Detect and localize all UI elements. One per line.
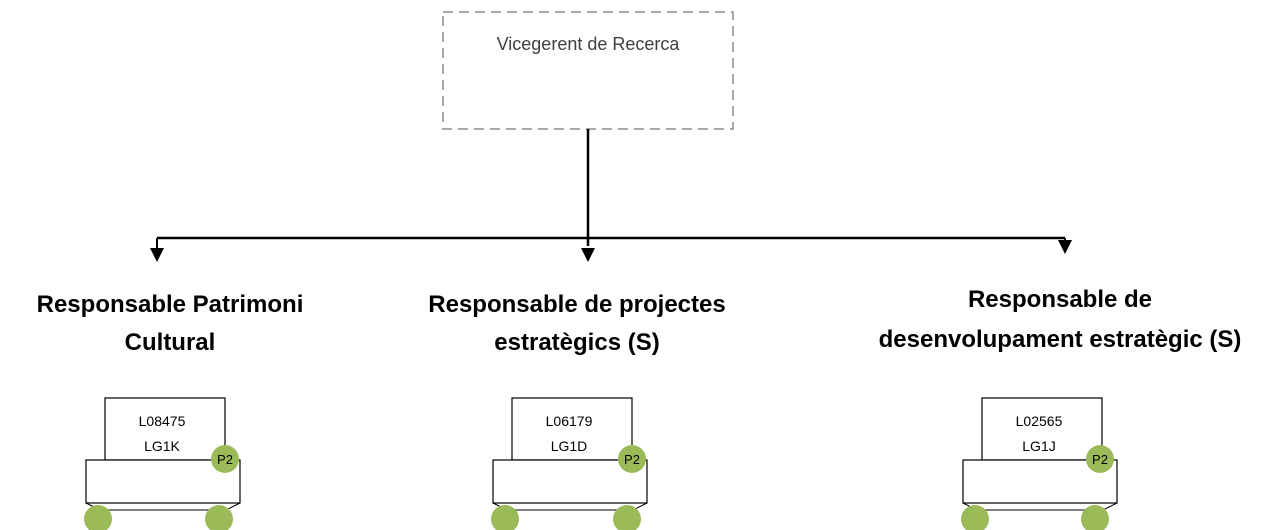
wheel-left <box>84 505 112 530</box>
printer-icon <box>84 397 241 530</box>
position-title-line: estratègics (S) <box>494 329 659 356</box>
position-title-line: Responsable de <box>968 286 1152 313</box>
wheel-left <box>961 505 989 530</box>
printer-icon <box>961 397 1118 530</box>
connector-lines <box>150 129 1072 262</box>
position-code: L08475 <box>139 413 186 429</box>
printer-icon <box>491 397 648 530</box>
badge-label: P2 <box>217 452 233 467</box>
position-code: L06179 <box>546 413 593 429</box>
position-grade: LG1D <box>551 438 588 454</box>
badge-label: P2 <box>1092 452 1108 467</box>
left-arrow-icon <box>150 248 164 262</box>
vicegerent-box: Vicegerent de Recerca <box>442 11 734 130</box>
right-arrow-icon <box>1058 240 1072 254</box>
p2-badge <box>1086 445 1114 473</box>
badge-label: P2 <box>624 452 640 467</box>
p2-badge <box>211 445 239 473</box>
wheel-right <box>613 505 641 530</box>
position-title-line: Responsable de projectes <box>428 291 725 318</box>
p2-badge <box>618 445 646 473</box>
wheel-right <box>205 505 233 530</box>
position-code: L02565 <box>1016 413 1063 429</box>
position-card-1: Responsable Patrimoni Cultural L08475 LG… <box>37 291 304 530</box>
position-card-3: Responsable de desenvolupament estratègi… <box>879 286 1242 530</box>
wheel-right <box>1081 505 1109 530</box>
position-title-line: desenvolupament estratègic (S) <box>879 326 1242 353</box>
vicegerent-label: Vicegerent de Recerca <box>497 34 681 54</box>
position-grade: LG1J <box>1022 438 1055 454</box>
center-arrow-icon <box>581 248 595 262</box>
wheel-left <box>491 505 519 530</box>
position-grade: LG1K <box>144 438 180 454</box>
position-card-2: Responsable de projectes estratègics (S)… <box>428 291 726 530</box>
position-title-line: Cultural <box>125 329 216 356</box>
dashed-box-border <box>442 11 734 130</box>
position-title-line: Responsable Patrimoni <box>37 291 304 318</box>
